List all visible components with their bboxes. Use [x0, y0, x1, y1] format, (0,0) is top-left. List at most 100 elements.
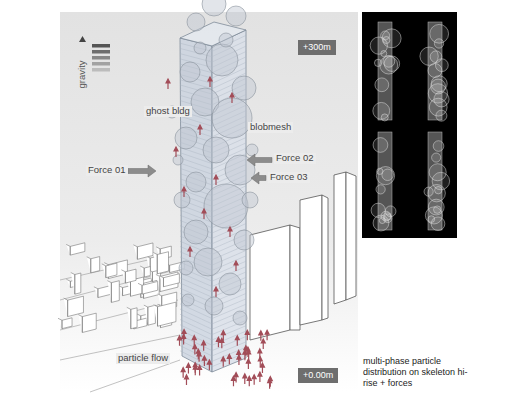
particle-arrow: [174, 147, 178, 157]
blob-particle: [203, 137, 229, 163]
particle-arrow: [197, 352, 201, 362]
thumbnail-panel: [362, 12, 457, 238]
thumb-particle: [433, 141, 444, 152]
high-rise-blocks: [250, 172, 356, 340]
high-rise-block: [334, 172, 346, 304]
city-block: [87, 257, 100, 273]
thumb-particle: [383, 36, 390, 43]
city-block: [154, 302, 176, 326]
annotation-label: blobmesh: [248, 122, 293, 133]
particle-arrow: [261, 339, 265, 349]
annotation-label: Force 03: [268, 172, 310, 183]
floor-line: [180, 346, 246, 362]
gravity-bar: [92, 44, 110, 48]
particle-arrow: [182, 329, 186, 339]
particle-arrow: [192, 336, 196, 346]
particle-arrow: [166, 79, 170, 89]
particle-arrow: [265, 330, 269, 340]
high-rise-block: [250, 225, 290, 340]
floor-line: [180, 340, 246, 356]
particle-arrow: [207, 360, 211, 370]
high-rise-block: [322, 195, 328, 320]
city-block: [159, 274, 179, 287]
thumb-particle: [382, 169, 394, 181]
blob-particle: [173, 155, 183, 165]
thumb-particle: [380, 56, 398, 74]
height-marker: +300m: [298, 40, 336, 55]
blob-particle: [180, 62, 200, 82]
city-blocks: [58, 243, 184, 392]
thumb-particle: [375, 78, 389, 92]
particle-arrow: [214, 287, 218, 297]
thumb-particle: [373, 102, 390, 119]
particle-arrow: [202, 209, 206, 219]
high-rise-block: [346, 172, 356, 300]
height-label: +300m: [303, 42, 331, 52]
city-block: [58, 318, 72, 329]
blob-particle: [246, 144, 258, 156]
particle-arrow: [208, 77, 212, 87]
particle-arrow: [188, 247, 192, 257]
thumb-particle: [431, 76, 447, 92]
blob-particle: [219, 273, 241, 295]
floor-line: [180, 335, 246, 350]
thumb-particle: [420, 47, 438, 65]
thumb-particle: [432, 153, 441, 162]
force-arrows: [128, 154, 272, 184]
gravity-bar: [92, 68, 110, 72]
city-block: [127, 307, 137, 328]
blob-particle: [232, 76, 256, 100]
high-rise-block: [290, 225, 300, 330]
particle-arrow: [252, 375, 256, 385]
gravity-bar: [92, 62, 110, 66]
force-arrow: [128, 165, 156, 177]
city-block: [78, 313, 96, 332]
particle-arrow: [246, 359, 250, 369]
particle-arrow: [193, 363, 197, 373]
particle-arrow: [198, 365, 202, 375]
background-panel: [60, 12, 358, 392]
thumb-particle: [371, 203, 385, 217]
city-block: [66, 243, 85, 255]
blob-particle: [194, 42, 206, 54]
blob-particle: [184, 220, 208, 244]
particle-arrow: [231, 376, 235, 386]
thumb-particle: [376, 167, 394, 185]
blob-particle: [233, 311, 247, 325]
annotation-label: ghost bldg: [144, 106, 192, 117]
ground-lines: [60, 255, 180, 392]
blobmesh: [166, 0, 258, 325]
city-block: [140, 266, 150, 277]
particle-arrow: [259, 331, 263, 341]
particle-arrow: [221, 357, 225, 367]
thumb-particle: [377, 168, 383, 174]
particle-arrow: [227, 354, 231, 364]
city-block: [138, 281, 158, 294]
particle-arrow: [246, 347, 250, 357]
particle-arrow: [202, 356, 206, 366]
city-block: [102, 263, 117, 278]
blob-particle: [205, 297, 223, 315]
blob-particle: [204, 184, 248, 228]
thumbnails: [370, 22, 449, 231]
city-block: [64, 296, 84, 316]
high-rise-block: [300, 195, 322, 325]
blob-particle: [202, 0, 226, 16]
particle-arrow: [178, 336, 182, 346]
particle-arrow: [235, 336, 239, 346]
annotation-label: Force 01: [86, 165, 128, 176]
particle-arrow: [182, 187, 186, 197]
thumb-particle: [381, 51, 387, 57]
force-arrow: [251, 172, 266, 184]
particle-arrow: [228, 227, 232, 237]
particle-arrow: [234, 261, 238, 271]
height-marker: +0.00m: [298, 368, 338, 383]
floor-line: [180, 330, 246, 345]
particle-arrow: [243, 374, 247, 384]
particle-arrow: [198, 125, 202, 135]
gravity-bar: [92, 56, 110, 60]
particle-arrow: [268, 379, 272, 389]
thumb-particle: [430, 24, 449, 43]
particle-arrow: [258, 372, 262, 382]
thumb-particle: [432, 172, 450, 190]
